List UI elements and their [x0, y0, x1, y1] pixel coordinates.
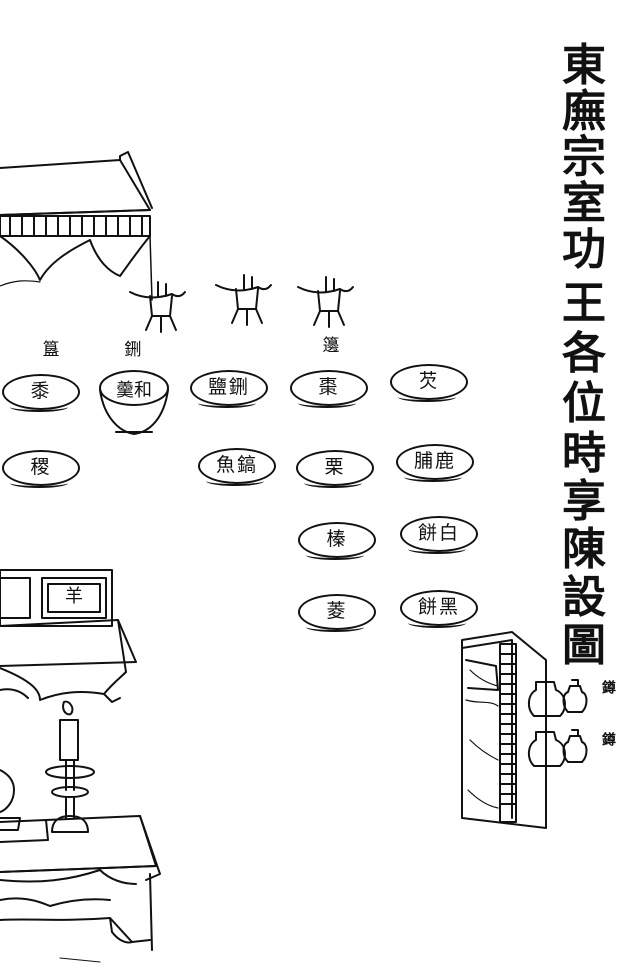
plaque-right: 羊 [65, 586, 83, 607]
dish-bai-bing: 餅白 [400, 516, 478, 554]
dish-zao: 棗 [290, 370, 368, 408]
title-char: 王 [562, 278, 606, 329]
wine-jar-1 [528, 679, 588, 717]
title-char: 時 [562, 428, 606, 479]
xing-bowl-label: 羹和 [116, 380, 152, 401]
dish-label: 栗 [324, 456, 346, 478]
dish-ling: 菱 [298, 594, 376, 632]
jue-vessel-2 [215, 274, 272, 326]
candle-stand [45, 700, 95, 833]
title-char: 功 [562, 224, 606, 275]
title-char: 宗 [562, 132, 606, 183]
dish-label: 餅白 [417, 522, 460, 544]
dish-shu: 黍 [2, 374, 80, 412]
wine-jar-2 [528, 729, 588, 767]
dish-label: 芡 [418, 370, 440, 392]
mid-table [0, 569, 137, 703]
bottom-table [0, 815, 161, 963]
dish-zhen: 榛 [298, 522, 376, 560]
title-char: 設 [562, 572, 606, 623]
jue-vessel-1 [129, 281, 186, 333]
xing-bowl-outline [99, 370, 169, 435]
dish-label: 菱 [326, 600, 348, 622]
altar-table-top [0, 151, 153, 301]
dish-label: 黍 [30, 380, 52, 402]
dish-li: 栗 [296, 450, 374, 488]
dish-qian: 芡 [390, 364, 468, 402]
dish-label: 榛 [326, 528, 348, 550]
dish-label: 餅黑 [417, 596, 460, 618]
title-char: 廡 [562, 86, 606, 137]
jue-vessel-3 [297, 276, 354, 328]
seal-label: 鐏 [600, 732, 616, 746]
dish-label: 魚鎬 [215, 454, 258, 476]
dish-label: 脯鹿 [413, 450, 456, 472]
title-char: 東 [562, 40, 606, 91]
dish-yu-gao: 魚鎬 [198, 448, 276, 486]
vase-fragment [0, 769, 21, 831]
label-bian: 籩 [322, 336, 340, 356]
right-cabinet [461, 631, 547, 829]
dish-label: 稷 [30, 456, 52, 478]
dish-ji: 稷 [2, 450, 80, 488]
dish-lu-fu: 脯鹿 [396, 444, 474, 482]
xing-bowl: 羹和 [99, 374, 169, 436]
title-char: 位 [562, 378, 606, 429]
title-char: 室 [562, 178, 606, 229]
dish-label: 鹽鉶 [207, 376, 250, 398]
dish-hei-bing: 餅黑 [400, 590, 478, 628]
seal-label: 鐏 [600, 680, 616, 694]
dish-yan-xing: 鹽鉶 [190, 370, 268, 408]
title-char: 各 [562, 328, 606, 379]
title-char: 圖 [562, 620, 606, 671]
dish-label: 棗 [318, 376, 340, 398]
label-xing: 鉶 [124, 340, 142, 360]
title-char: 陳 [562, 524, 606, 575]
title-char: 享 [562, 476, 606, 527]
label-gui: 簋 [42, 340, 60, 360]
